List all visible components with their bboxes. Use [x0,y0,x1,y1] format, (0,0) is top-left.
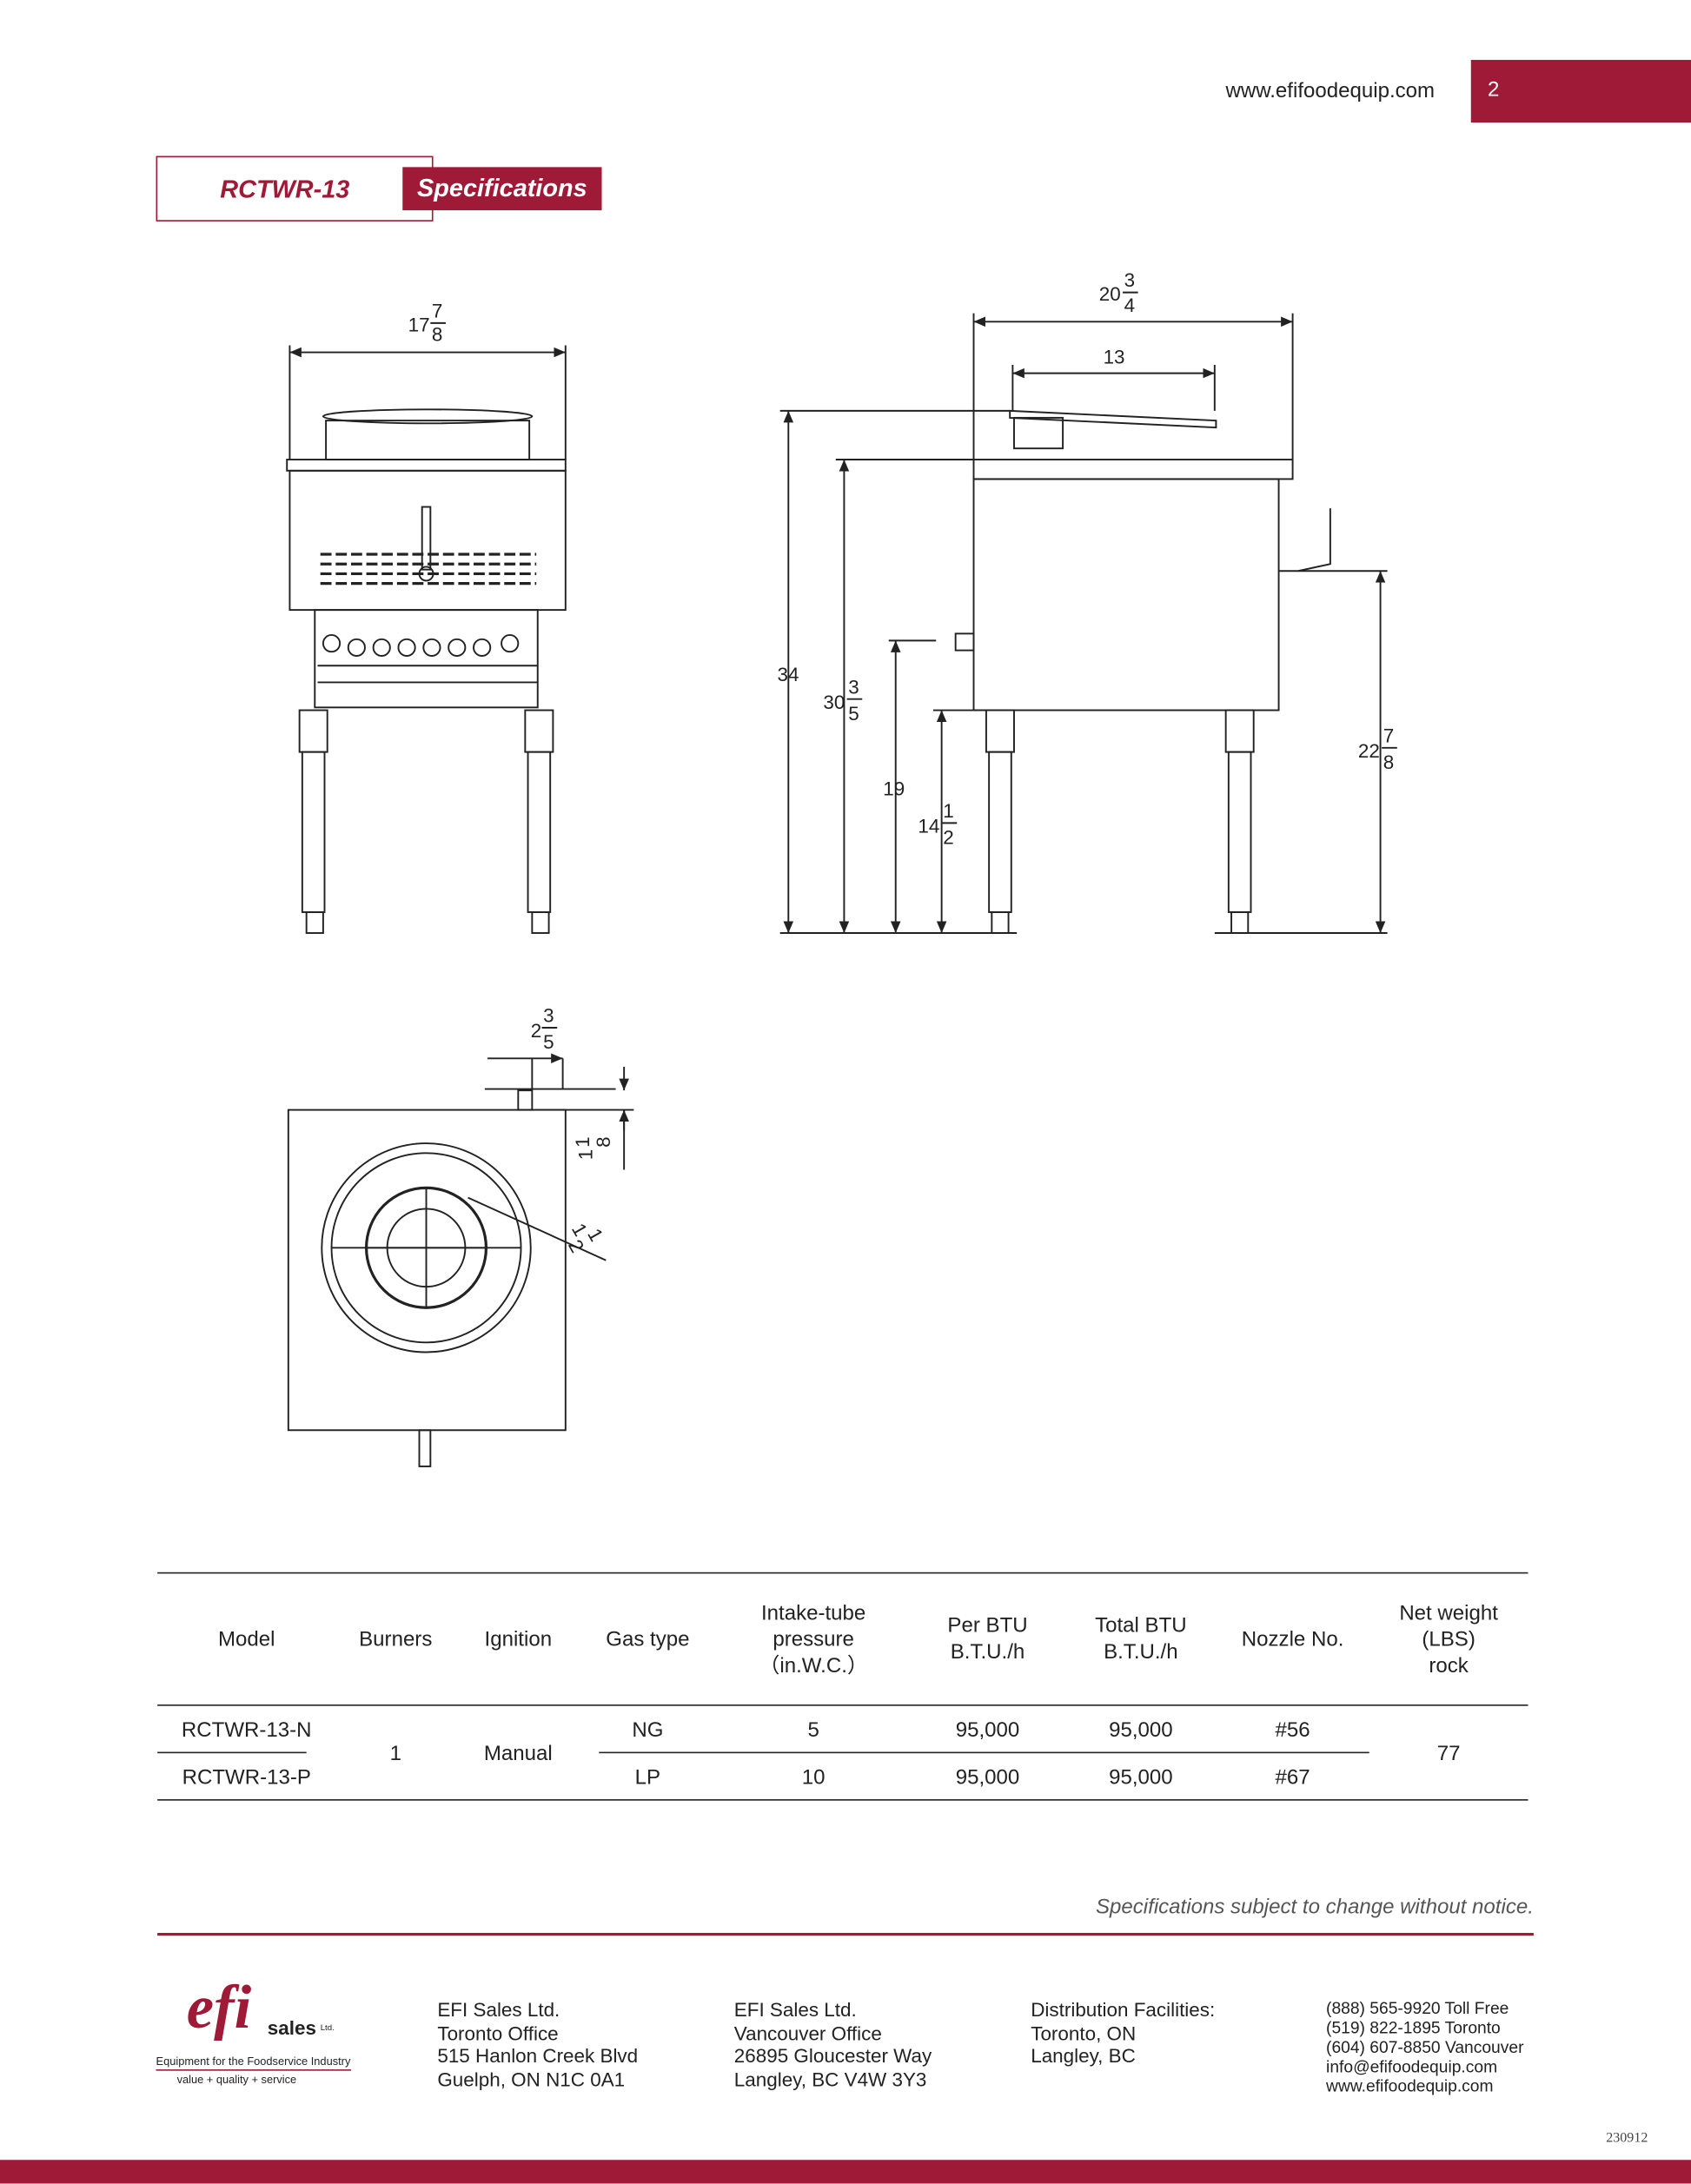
dim-den: 2 [564,1236,588,1256]
contact-info: (888) 565-9920 Toll Free (519) 822-1895 … [1326,1998,1523,2095]
address-line: Vancouver Office [733,2021,882,2044]
cell-nozzle: #56 [1275,1718,1310,1743]
dim-inlet-offset: 2 [531,1020,541,1042]
cell-ignition: Manual [483,1742,553,1766]
address-line: 515 Hanlon Creek Blvd [437,2044,639,2067]
dim-wok-depth: 13 [1104,346,1125,367]
header-nozzle: Nozzle No. [1241,1627,1344,1652]
section-label: Specifications [402,167,602,211]
dim-den: 4 [1124,295,1135,316]
website-link[interactable]: www.efifoodequip.com [1326,2076,1494,2096]
distribution-facilities: Distribution Facilities: Toronto, ON Lan… [1031,1998,1215,2067]
technical-drawings: 17 7 8 20 3 4 13 34 30 3 5 19 14 1 2 22 … [286,269,1397,1467]
cell-model: RCTWR-13-N [181,1718,312,1743]
address-line: Guelph, ON N1C 0A1 [437,2067,626,2090]
cell-per-btu: 95,000 [955,1765,1020,1790]
address-line: Toronto Office [437,2021,559,2044]
logo-sales: sales [267,2016,316,2039]
header-model: Model [217,1627,275,1652]
logo-values: value + quality + service [176,2073,297,2087]
phone-vancouver: (604) 607-8850 Vancouver [1326,2037,1524,2057]
dim-num: 3 [848,676,859,698]
bottom-bar [0,2160,1691,2184]
dim-num: 7 [1383,725,1394,746]
page-number: 2 [1488,77,1500,103]
cell-per-btu: 95,000 [955,1718,1020,1743]
address-line: EFI Sales Ltd. [733,1998,857,2021]
cell-total-btu: 95,000 [1109,1718,1173,1743]
page-number-box: 2 [1470,59,1691,123]
front-view [286,345,567,934]
dim-knob-height: 22 [1358,740,1380,762]
cell-weight: 77 [1436,1742,1461,1766]
address-line: 26895 Gloucester Way [733,2044,932,2067]
address-line: Langley, BC V4W 3Y3 [733,2067,927,2090]
side-view [779,313,1388,934]
footer-divider [157,1932,1534,1936]
address-line: EFI Sales Ltd. [437,1998,560,2021]
efi-logo: efi sales Ltd. Equipment for the Foodser… [156,1973,351,2093]
cell-pressure: 5 [807,1718,819,1743]
logo-mark: efi [186,1973,252,2042]
distribution-heading: Distribution Facilities: [1031,1998,1216,2021]
vancouver-office-address: EFI Sales Ltd. Vancouver Office 26895 Gl… [734,1998,932,2090]
disclaimer-note: Specifications subject to change without… [1095,1895,1534,1919]
header-weight: Net weight (LBS) rock [1399,1601,1498,1678]
toronto-office-address: EFI Sales Ltd. Toronto Office 515 Hanlon… [437,1998,638,2090]
cell-model: RCTWR-13-P [182,1765,311,1790]
logo-ltd: Ltd. [320,2024,335,2034]
dim-num: 1 [572,1136,594,1147]
cell-total-btu: 95,000 [1109,1765,1173,1790]
phone-toll-free: (888) 565-9920 Toll Free [1326,1998,1509,2018]
header-burners: Burners [359,1627,433,1652]
header-gas-type: Gas type [606,1627,690,1652]
phone-toronto: (519) 822-1895 Toronto [1326,2017,1501,2038]
dim-den: 8 [593,1136,614,1147]
document-number: 230912 [1606,2130,1648,2147]
dim-num: 1 [943,800,953,822]
cell-gas: NG [632,1718,664,1743]
dim-overall-height: 34 [777,664,799,685]
dim-gas-inlet-height: 19 [883,778,905,799]
dim-body-bottom-height: 14 [918,816,939,837]
website-url[interactable]: www.efifoodequip.com [1225,79,1436,103]
dim-den: 5 [848,703,859,725]
logo-tagline: Equipment for the Foodservice Industry [156,2055,351,2071]
distribution-line: Toronto, ON [1031,2021,1137,2044]
header-total-btu: Total BTU B.T.U./h [1095,1613,1187,1664]
distribution-line: Langley, BC [1031,2044,1136,2067]
dim-front-width: 17 [408,314,430,336]
dim-den: 8 [1383,751,1394,773]
top-view [287,1053,634,1467]
dim-inlet-length: 1 [574,1149,596,1160]
dim-den: 8 [432,324,442,346]
dim-side-depth: 20 [1099,283,1121,305]
email-link[interactable]: info@efifoodequip.com [1326,2056,1498,2077]
cell-pressure: 10 [801,1765,826,1790]
model-title: RCTWR-13 [220,175,350,204]
dim-den: 5 [543,1031,554,1053]
header-per-btu: Per BTU B.T.U./h [947,1613,1028,1664]
dim-num: 3 [543,1005,554,1027]
dim-num: 7 [432,300,442,321]
cell-burners: 1 [389,1742,401,1766]
dim-top-height: 30 [823,692,845,713]
cell-nozzle: #67 [1275,1765,1310,1790]
dim-num: 3 [1124,269,1135,291]
dim-den: 2 [943,826,953,848]
cell-gas: LP [634,1765,661,1790]
header-pressure: Intake-tube pressure （in.W.C.） [759,1601,868,1678]
header-ignition: Ignition [484,1627,553,1652]
